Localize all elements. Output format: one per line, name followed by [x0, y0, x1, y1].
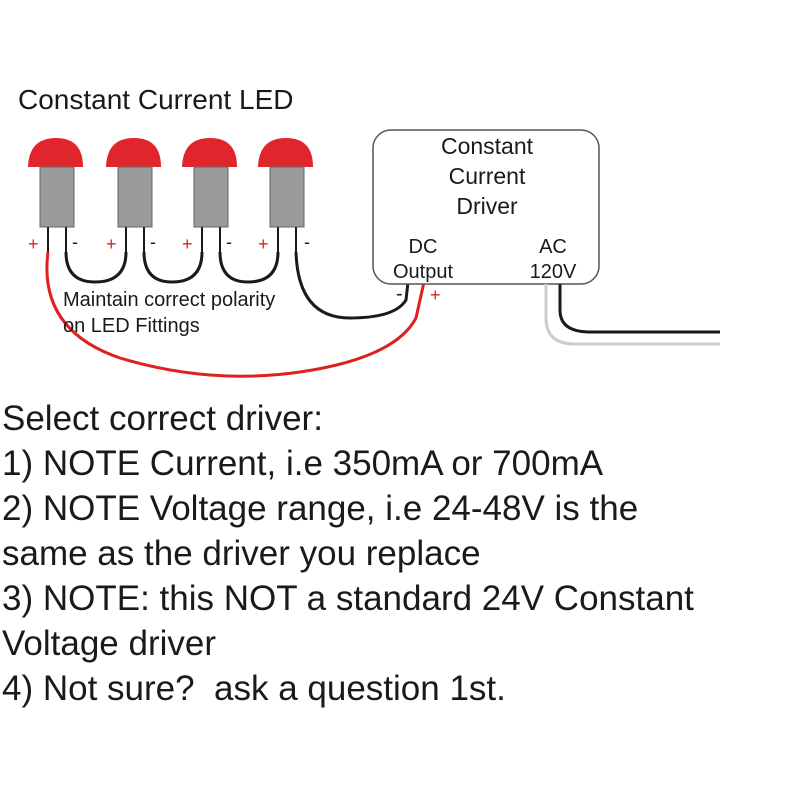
chain-wire-1	[64, 251, 128, 284]
driver-title-line3: Driver	[456, 193, 518, 219]
dc-label-bottom: Output	[393, 261, 453, 283]
instruction-line-6: 4) Not sure? ask a question 1st.	[2, 669, 506, 708]
polarity-note-line1: Maintain correct polarity	[63, 289, 275, 311]
led3-plus: +	[182, 234, 193, 254]
led2-plus: +	[106, 234, 117, 254]
ac-black-wire	[558, 284, 720, 334]
dc-label-top: DC	[409, 236, 438, 258]
polarity-note-line2: on LED Fittings	[63, 315, 200, 337]
dc-minus: -	[396, 283, 403, 305]
led-title: Constant Current LED	[18, 84, 293, 115]
instruction-line-4: 3) NOTE: this NOT a standard 24V Constan…	[2, 579, 694, 618]
instruction-line-3: same as the driver you replace	[2, 534, 481, 573]
instructions: Select correct driver: 1) NOTE Current, …	[2, 396, 800, 711]
led4-plus: +	[258, 234, 269, 254]
ac-grey-wire	[544, 284, 720, 346]
led-fitting-4	[258, 138, 313, 252]
positive-wire	[45, 251, 426, 378]
chain-wire-3	[218, 251, 280, 284]
instruction-line-1: 1) NOTE Current, i.e 350mA or 700mA	[2, 444, 604, 483]
ac-label-top: AC	[539, 236, 567, 258]
led1-minus: -	[72, 232, 78, 252]
led3-minus: -	[226, 232, 232, 252]
led-fitting-3	[182, 138, 237, 252]
led-fitting-1	[28, 138, 83, 252]
instructions-heading: Select correct driver:	[2, 399, 323, 438]
instruction-line-5: Voltage driver	[2, 624, 217, 663]
led4-minus: -	[304, 232, 310, 252]
driver-title-line2: Current	[449, 163, 526, 189]
led2-minus: -	[150, 232, 156, 252]
led1-plus: +	[28, 234, 39, 254]
dc-plus: +	[430, 285, 441, 305]
driver-title-line1: Constant	[441, 133, 534, 159]
driver-box	[372, 129, 600, 285]
ac-label-bottom: 120V	[530, 261, 577, 283]
chain-wire-2	[142, 251, 204, 284]
instruction-line-2: 2) NOTE Voltage range, i.e 24-48V is the	[2, 489, 639, 528]
negative-wire	[294, 251, 410, 320]
led-fitting-2	[106, 138, 161, 252]
